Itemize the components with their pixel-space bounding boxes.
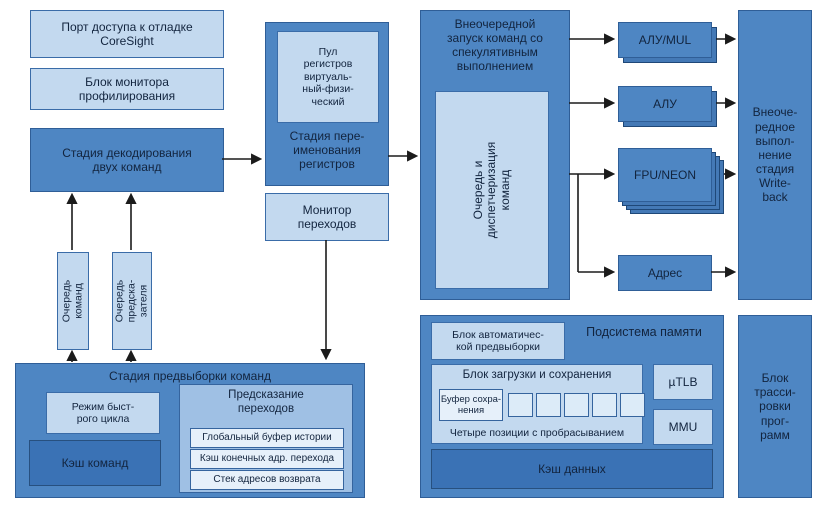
ooo-issue-title: Внеочередной запуск команд со спекулятив…: [447, 17, 543, 74]
alu-mul-unit: АЛУ/MUL: [618, 22, 717, 63]
branch-target-cache-box: Кэш конечных адр. перехода: [190, 449, 344, 469]
load-store-box: Блок загрузки и сохранения Буфер сохра- …: [431, 364, 645, 444]
fast-loop-mode-box: Режим быст- рого цикла: [46, 392, 160, 434]
utlb-box: µTLB: [653, 364, 713, 400]
alu-mul-box: АЛУ/MUL: [618, 22, 712, 58]
forwarding-slots: [508, 393, 645, 417]
store-buffer-box: Буфер сохра- нения: [439, 389, 503, 421]
instruction-cache-box: Кэш команд: [29, 440, 161, 486]
ooo-issue-box: Внеочередной запуск команд со спекулятив…: [420, 10, 570, 300]
address-unit-box: Адрес: [618, 255, 712, 291]
writeback-stage-box: Внеоче- редное выпол- нение стадия Write…: [738, 10, 812, 300]
memory-subsystem-box: Подсистема памяти Блок автоматичес- кой …: [420, 315, 724, 498]
prefetch-stage-box: Стадия предвыборки команд Режим быст- ро…: [15, 363, 365, 498]
dispatch-queue-box: Очередь и диспетчеризация команд: [435, 91, 549, 289]
auto-prefetch-box: Блок автоматичес- кой предвыборки: [431, 322, 565, 360]
decode-stage-box: Стадия декодирования двух команд: [30, 128, 224, 192]
return-address-stack-box: Стек адресов возврата: [190, 470, 344, 490]
instruction-queue-box: Очередь команд: [57, 252, 89, 350]
fpu-neon-box: FPU/NEON: [618, 148, 712, 202]
global-history-buffer-box: Глобальный буфер истории: [190, 428, 344, 448]
fpu-neon-unit: FPU/NEON: [618, 148, 724, 214]
branch-prediction-title: Предсказание переходов: [228, 389, 304, 415]
load-store-title: Блок загрузки и сохранения: [462, 369, 612, 381]
rename-stage-label: Стадия пере- именования регистров: [289, 129, 365, 172]
forwarding-slot: [536, 393, 561, 417]
forwarding-slot: [620, 393, 645, 417]
branch-monitor-box: Монитор переходов: [265, 193, 389, 241]
mmu-box: MMU: [653, 409, 713, 445]
branch-prediction-panel: Предсказание переходов Глобальный буфер …: [179, 384, 353, 493]
profiling-monitor-box: Блок монитора профилирования: [30, 68, 224, 110]
dispatch-queue-label: Очередь и диспетчеризация команд: [470, 141, 512, 239]
instruction-queue-label: Очередь команд: [60, 279, 84, 323]
predictor-queue-box: Очередь предска- зателя: [112, 252, 152, 350]
register-pool-box: Пул регистров виртуаль- ный-физи- ческий: [277, 31, 379, 123]
rename-stage-box: Пул регистров виртуаль- ный-физи- ческий…: [265, 22, 389, 186]
prefetch-stage-title: Стадия предвыборки команд: [109, 369, 271, 383]
memory-subsystem-title: Подсистема памяти: [586, 325, 702, 339]
forwarding-slot: [592, 393, 617, 417]
forwarding-note: Четыре позиции с пробрасыванием: [449, 426, 625, 439]
forwarding-slot: [564, 393, 589, 417]
coresight-debug-port-box: Порт доступа к отладке CoreSight: [30, 10, 224, 58]
predictor-queue-label: Очередь предска- зателя: [113, 279, 149, 323]
forwarding-slot: [508, 393, 533, 417]
alu-box: АЛУ: [618, 86, 712, 122]
alu-unit: АЛУ: [618, 86, 717, 127]
data-cache-box: Кэш данных: [431, 449, 713, 489]
trace-unit-box: Блок трасси- ровки прог- рамм: [738, 315, 812, 498]
